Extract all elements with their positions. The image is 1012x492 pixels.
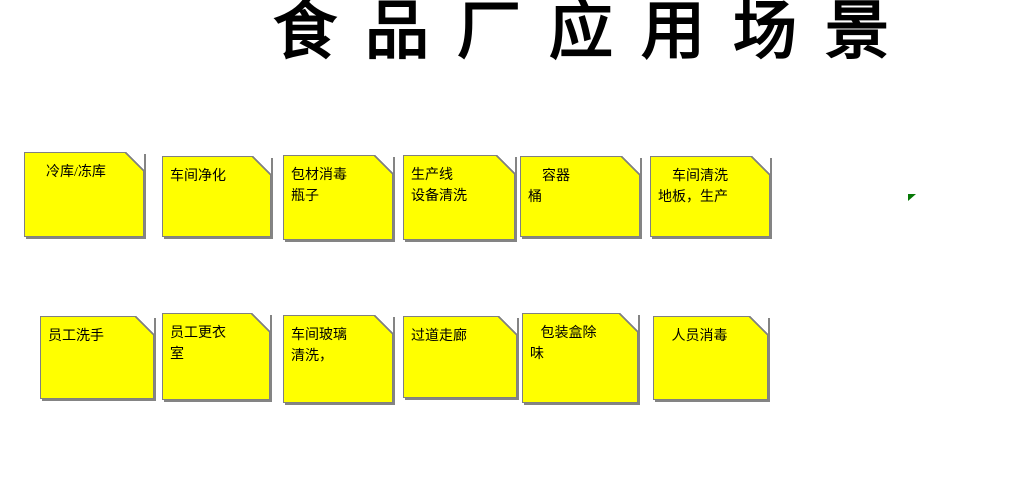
page-title: 食品厂应用场景: [273, 0, 917, 67]
note-corridor: 过道走廊: [403, 316, 517, 398]
note-personnel-disinfection: 人员消毒: [653, 316, 768, 400]
note-corridor-label: 过道走廊: [411, 329, 467, 344]
note-workshop-purification-label: 车间净化: [170, 169, 226, 184]
note-personnel-disinfection-label: 人员消毒: [661, 329, 728, 344]
note-packaging-disinfection: 包材消毒 瓶子: [283, 155, 393, 240]
note-changing-room: 员工更衣 室: [162, 313, 270, 400]
note-packaging-disinfection-label: 包材消毒 瓶子: [291, 168, 347, 204]
note-cold-storage-label: 冷库/冻库: [32, 165, 106, 180]
note-workshop-purification: 车间净化: [162, 156, 271, 237]
note-glass-cleaning: 车间玻璃 清洗，: [283, 315, 393, 403]
note-containers-buckets-label: 容器 桶: [528, 169, 570, 205]
green-triangle-marker: [908, 194, 916, 201]
note-production-line-cleaning: 生产线 设备清洗: [403, 155, 515, 240]
note-containers-buckets: 容器 桶: [520, 156, 640, 237]
note-glass-cleaning-label: 车间玻璃 清洗，: [291, 328, 347, 364]
note-workshop-floor-cleaning: 车间清洗 地板，生产: [650, 156, 770, 237]
note-hand-washing: 员工洗手: [40, 316, 154, 399]
note-box-deodorizing: 包装盒除 味: [522, 313, 638, 403]
note-cold-storage: 冷库/冻库: [24, 152, 144, 237]
note-hand-washing-label: 员工洗手: [48, 329, 104, 344]
note-changing-room-label: 员工更衣 室: [170, 326, 226, 362]
note-production-line-cleaning-label: 生产线 设备清洗: [411, 168, 467, 204]
note-box-deodorizing-label: 包装盒除 味: [530, 326, 597, 362]
note-workshop-floor-cleaning-label: 车间清洗 地板，生产: [658, 169, 728, 205]
